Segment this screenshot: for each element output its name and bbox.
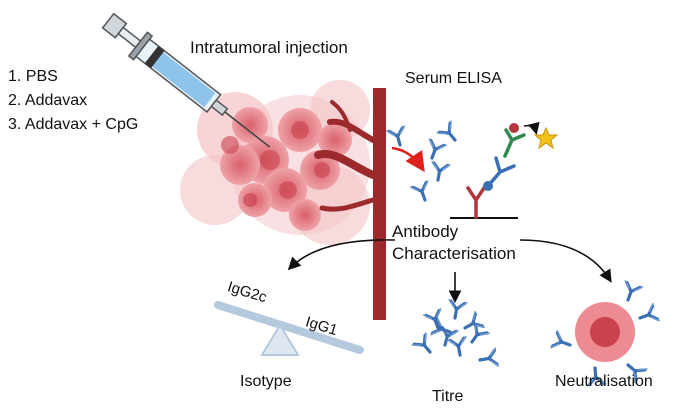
star-icon xyxy=(533,126,559,150)
treatment-3: 3. Addavax + CpG xyxy=(8,116,139,133)
treatment-1: 1. PBS xyxy=(8,68,58,85)
neutralised-cell-icon xyxy=(549,279,661,388)
tumor-icon xyxy=(180,80,370,245)
injection-label: Intratumoral injection xyxy=(190,38,348,57)
arrow-to-neutralisation xyxy=(519,239,612,283)
flow-arrow-red xyxy=(391,146,425,173)
arrow-to-isotype xyxy=(287,239,396,271)
syringe-icon xyxy=(101,12,271,148)
titre-antibody-pile xyxy=(410,298,500,371)
characterisation-label-line1: Antibody xyxy=(392,222,459,241)
outcome-titre: Titre xyxy=(432,388,464,405)
balance-scale-icon xyxy=(214,301,364,356)
outcome-isotype: Isotype xyxy=(240,373,292,390)
elisa-icon xyxy=(450,121,559,219)
outcome-neutralisation: Neutralisation xyxy=(555,373,653,390)
blood-vessel-icon xyxy=(314,88,386,320)
characterisation-label-line2: Characterisation xyxy=(392,244,516,263)
treatment-2: 2. Addavax xyxy=(8,92,88,109)
elisa-label: Serum ELISA xyxy=(405,70,502,87)
serum-antibodies xyxy=(385,119,464,205)
